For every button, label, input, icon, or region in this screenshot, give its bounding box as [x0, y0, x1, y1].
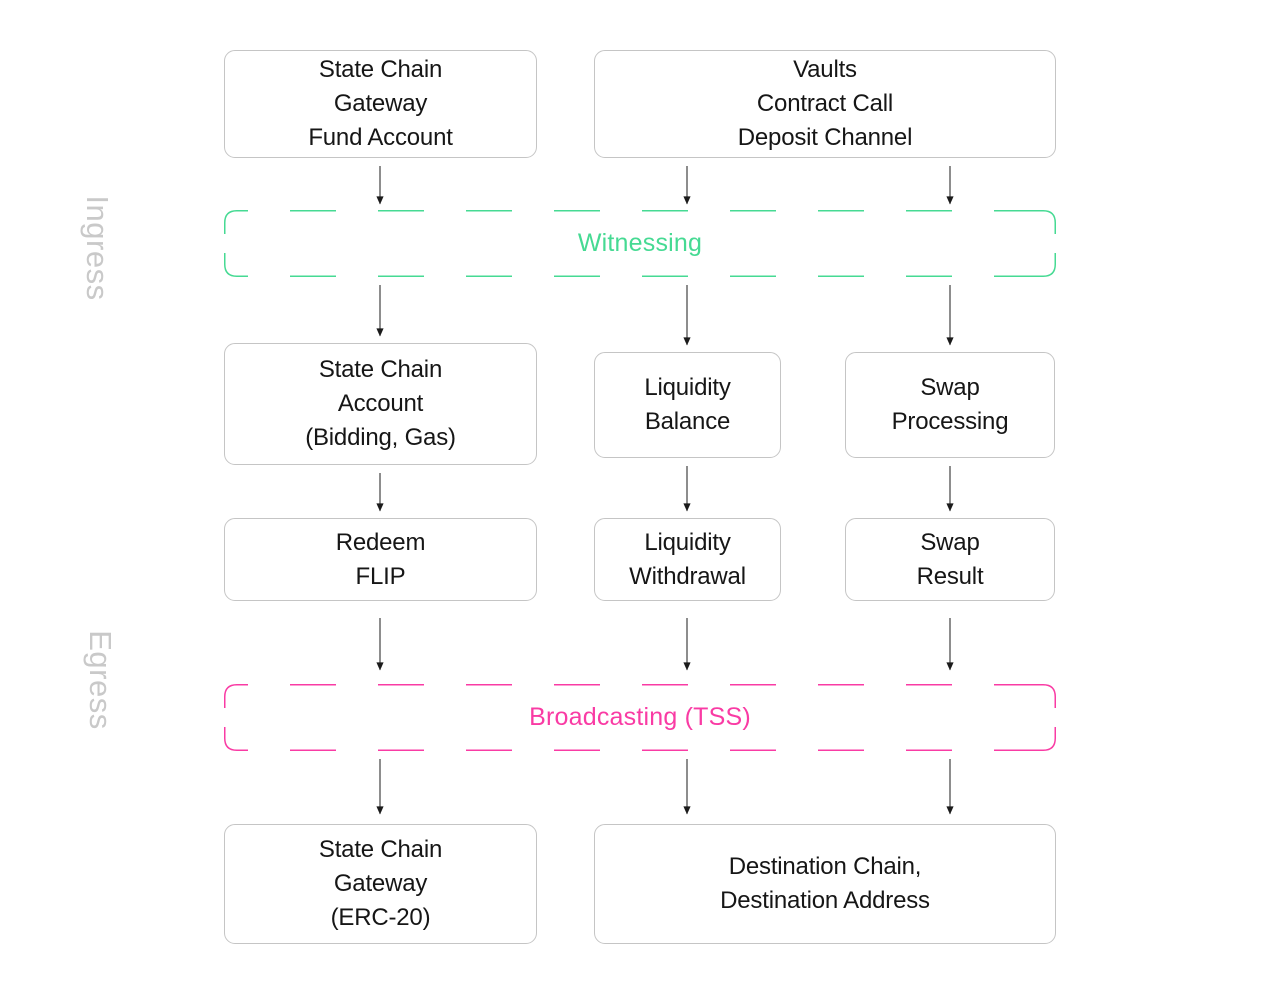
- node-redeem-flip: Redeem FLIP: [224, 518, 537, 601]
- witnessing-dashed-border: [224, 210, 1056, 277]
- node-label: Liquidity Withdrawal: [629, 528, 746, 590]
- node-label: Liquidity Balance: [644, 374, 731, 435]
- witnessing-label: Witnessing: [577, 229, 703, 257]
- node-state-chain-gateway-fund-account: State Chain Gateway Fund Account: [224, 50, 537, 158]
- broadcasting-label: Broadcasting (TSS): [529, 703, 751, 731]
- witnessing-band: Witnessing: [224, 210, 1056, 277]
- node-label: Swap Processing: [891, 374, 1009, 435]
- node-liquidity-withdrawal: Liquidity Withdrawal: [594, 518, 781, 601]
- node-label: Swap Result: [916, 528, 984, 590]
- node-destination-chain-address: Destination Chain, Destination Address: [594, 824, 1056, 944]
- node-state-chain-account: State Chain Account (Bidding, Gas): [224, 343, 537, 465]
- node-label: Redeem FLIP: [335, 528, 426, 590]
- node-swap-processing: Swap Processing: [845, 352, 1055, 458]
- broadcasting-dashed-border: [224, 684, 1056, 751]
- egress-label: Egress: [83, 630, 118, 730]
- node-state-chain-gateway-erc20: State Chain Gateway (ERC-20): [224, 824, 537, 944]
- node-liquidity-balance: Liquidity Balance: [594, 352, 781, 458]
- node-label: Vaults Contract Call Deposit Channel: [737, 56, 913, 151]
- node-swap-result: Swap Result: [845, 518, 1055, 601]
- node-vaults-contract-call-deposit-channel: Vaults Contract Call Deposit Channel: [594, 50, 1056, 158]
- node-label: Destination Chain, Destination Address: [720, 853, 930, 914]
- node-label: State Chain Gateway Fund Account: [308, 56, 453, 151]
- broadcasting-band: Broadcasting (TSS): [224, 684, 1056, 751]
- ingress-label: Ingress: [80, 195, 115, 301]
- node-label: State Chain Gateway (ERC-20): [318, 836, 443, 931]
- node-label: State Chain Account (Bidding, Gas): [305, 356, 456, 451]
